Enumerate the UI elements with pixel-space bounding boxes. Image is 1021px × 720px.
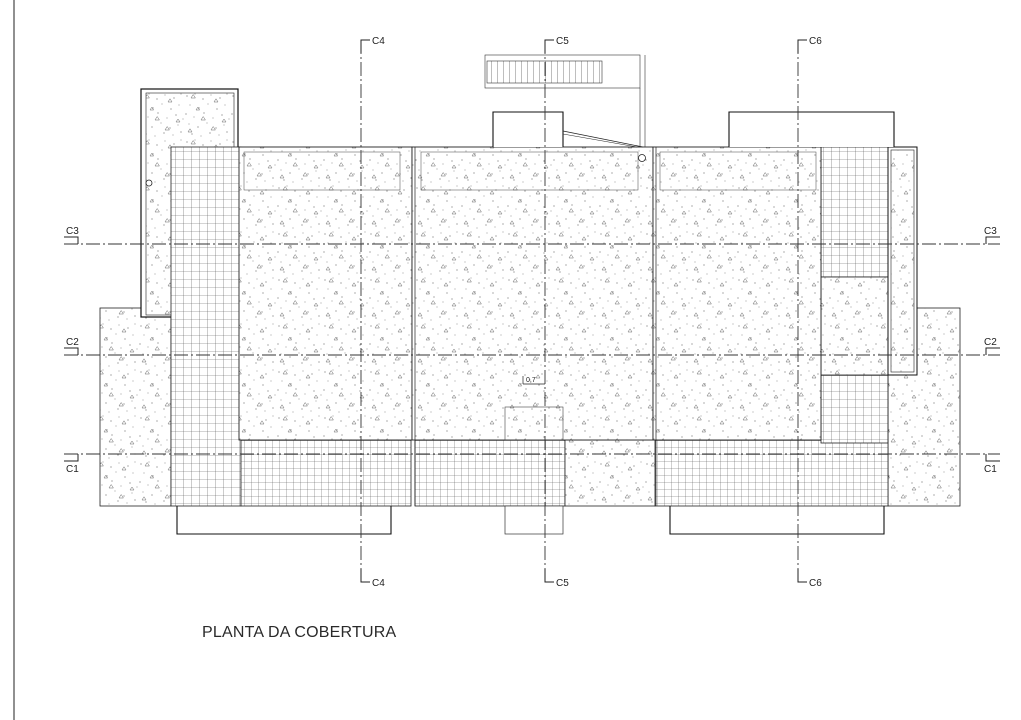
level-marker: 0,7	[522, 376, 545, 385]
hatch-box	[504, 406, 564, 441]
section-label-c6-top: C6	[809, 36, 822, 47]
grid-area-bottom-right	[654, 439, 889, 507]
section-label-c5-top: C5	[556, 36, 569, 47]
roof-panel-center	[411, 146, 654, 441]
section-label-c2-left: C2	[66, 337, 79, 348]
drain-center-icon	[638, 154, 646, 162]
bottom-box-left	[176, 506, 392, 535]
section-label-c2-right: C2	[984, 337, 997, 348]
right-tower-inner	[890, 149, 915, 373]
concrete-bottom-center	[564, 439, 656, 507]
top-diagonal-2	[562, 133, 638, 148]
gutter-top-left	[243, 151, 401, 191]
section-label-c6-bottom: C6	[809, 578, 822, 589]
grid-area-bottom-left	[240, 439, 412, 507]
section-label-c1-right: C1	[984, 464, 997, 475]
bottom-box-right	[669, 506, 885, 535]
top-box-right	[728, 111, 895, 147]
section-label-c3-right: C3	[984, 226, 997, 237]
gutter-top-center	[420, 151, 639, 191]
bottom-box-center	[504, 505, 564, 535]
left-wing-slab	[99, 307, 172, 507]
roof-panel-left	[238, 146, 413, 441]
section-ticks	[64, 39, 1000, 583]
concrete-right-mid	[820, 276, 889, 376]
section-label-c4-bottom: C4	[372, 578, 385, 589]
stair-treads	[486, 60, 603, 84]
section-label-c5-bottom: C5	[556, 578, 569, 589]
grid-area-right-top	[820, 146, 889, 278]
section-label-c1-left: C1	[66, 464, 79, 475]
section-axes	[64, 40, 1000, 582]
grid-area-bottom-center	[414, 439, 566, 507]
section-label-c3-left: C3	[66, 226, 79, 237]
drain-left-icon	[145, 179, 153, 187]
top-box-center	[492, 111, 564, 147]
drawing-title: PLANTA DA COBERTURA	[202, 624, 397, 641]
stair-frame	[484, 54, 641, 89]
grid-area-left	[170, 146, 242, 507]
section-label-c4-top: C4	[372, 36, 385, 47]
grid-area-right-mid	[820, 374, 889, 444]
level-marker-value: 0,7	[526, 377, 536, 384]
roof-panel-right	[652, 146, 822, 441]
top-diagonal	[562, 130, 644, 148]
gutter-top-right	[659, 151, 817, 191]
